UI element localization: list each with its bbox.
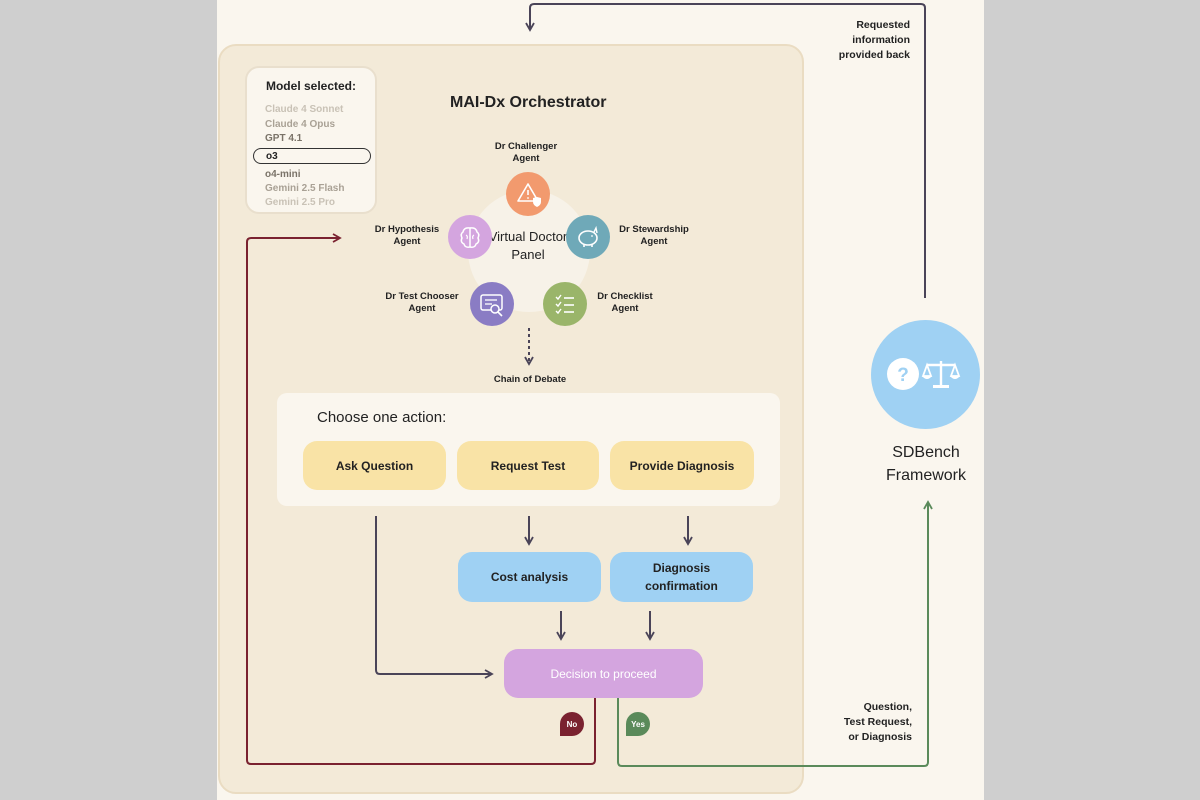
model-selector-panel: Model selected: Claude 4 Sonnet Claude 4…	[245, 66, 377, 214]
model-option[interactable]: o4-mini	[265, 169, 301, 180]
request-test-button[interactable]: Request Test	[457, 441, 599, 490]
question-request-label: Question,Test Request,or Diagnosis	[843, 701, 912, 743]
orchestrator-title: MAI-Dx Orchestrator	[450, 94, 607, 111]
brain-icon	[448, 215, 492, 259]
requested-info-arrow	[525, 3, 926, 298]
action-panel-title: Choose one action:	[317, 409, 447, 426]
decision-to-proceed-box: Decision to proceed	[504, 649, 703, 698]
model-option[interactable]: Gemini 2.5 Pro	[265, 197, 336, 208]
search-document-icon	[470, 282, 514, 326]
sdbench-framework-circle: ?	[871, 320, 980, 429]
yes-path-arrow	[617, 500, 933, 767]
model-option[interactable]: Claude 4 Opus	[265, 119, 336, 130]
model-selector-title: Model selected:	[265, 79, 357, 93]
virtual-doctor-panel-label: Virtual Doctor Panel	[488, 229, 568, 262]
cost-analysis-box: Cost analysis	[458, 552, 601, 602]
model-option[interactable]: Claude 4 Sonnet	[265, 104, 344, 115]
piggy-bank-icon	[566, 215, 610, 259]
yes-badge: Yes	[626, 712, 650, 736]
ask-question-arrow	[375, 516, 494, 679]
model-option[interactable]: Gemini 2.5 Flash	[265, 183, 345, 194]
svg-text:?: ?	[897, 365, 909, 386]
chain-of-debate-label: Chain of Debate	[493, 374, 567, 385]
model-option[interactable]: GPT 4.1	[265, 133, 303, 144]
model-option-selected[interactable]: o3	[253, 148, 371, 164]
no-badge: No	[560, 712, 584, 736]
checklist-icon	[543, 282, 587, 326]
no-path-arrow	[246, 233, 596, 765]
provide-diagnosis-button[interactable]: Provide Diagnosis	[610, 441, 754, 490]
ask-question-button[interactable]: Ask Question	[303, 441, 446, 490]
warning-shield-icon	[506, 172, 550, 216]
question-scales-icon: ?	[887, 358, 961, 390]
